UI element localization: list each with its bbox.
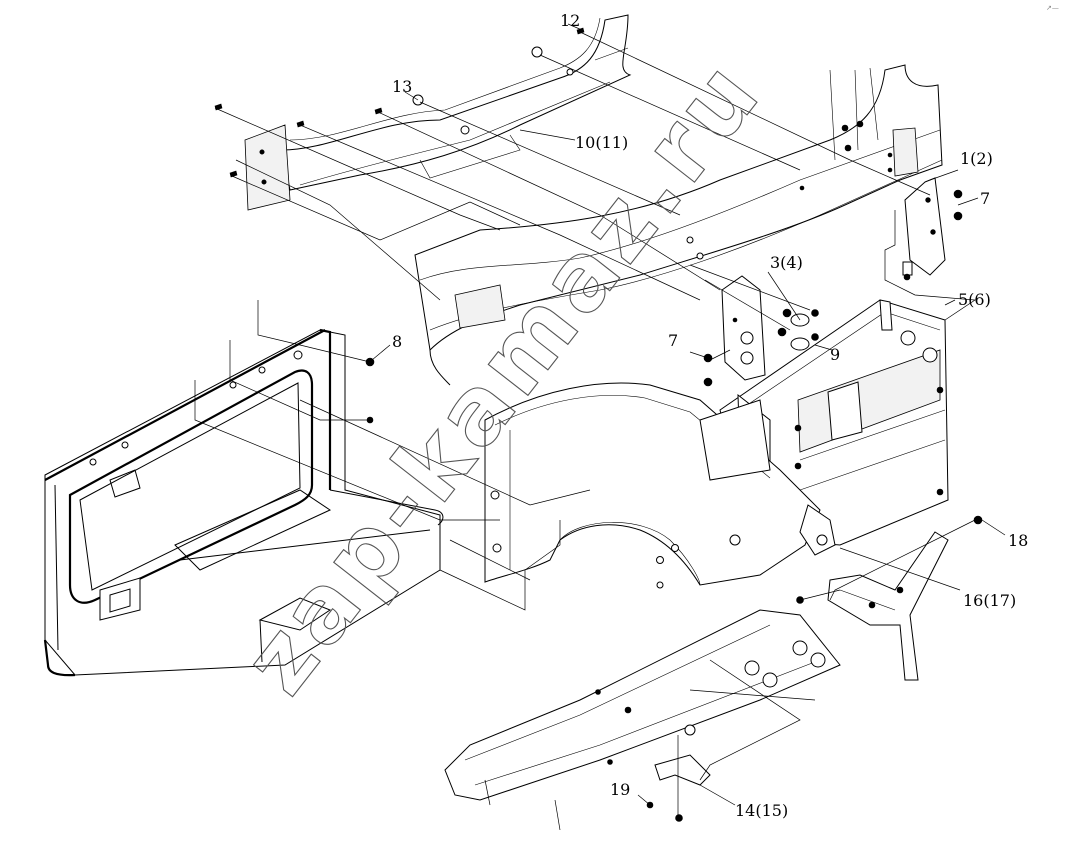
stay-bracket [827,531,949,681]
callout-18: 18 [1008,531,1028,550]
callout-7-upper: 7 [980,189,990,208]
callout-13: 13 [392,77,412,96]
callout-8: 8 [392,332,402,351]
wheel-arch-panel [484,382,836,589]
callout-5-6: 5(6) [958,290,991,309]
corner-mark: ↗— [1046,4,1059,12]
callout-leaders [371,23,1006,806]
callout-3-4: 3(4) [770,253,803,272]
bracket-left [721,275,766,381]
callout-9: 9 [830,345,840,364]
callout-10-11: 10(11) [575,133,628,152]
upper-cross-member [244,14,632,211]
lower-sill [444,609,841,801]
callout-1-2: 1(2) [960,149,993,168]
main-cross-member [414,64,943,386]
callout-labels: 12 13 10(11) 1(2) 7 3(4) 5(6) 7 9 8 18 1… [392,11,1028,820]
storage-box [43,328,444,677]
callout-7-lower: 7 [668,331,678,350]
assembly-lines [194,31,977,831]
callout-19: 19 [610,780,630,799]
callout-16-17: 16(17) [963,591,1016,610]
callout-12: 12 [560,11,580,30]
callout-14-15: 14(15) [735,801,788,820]
